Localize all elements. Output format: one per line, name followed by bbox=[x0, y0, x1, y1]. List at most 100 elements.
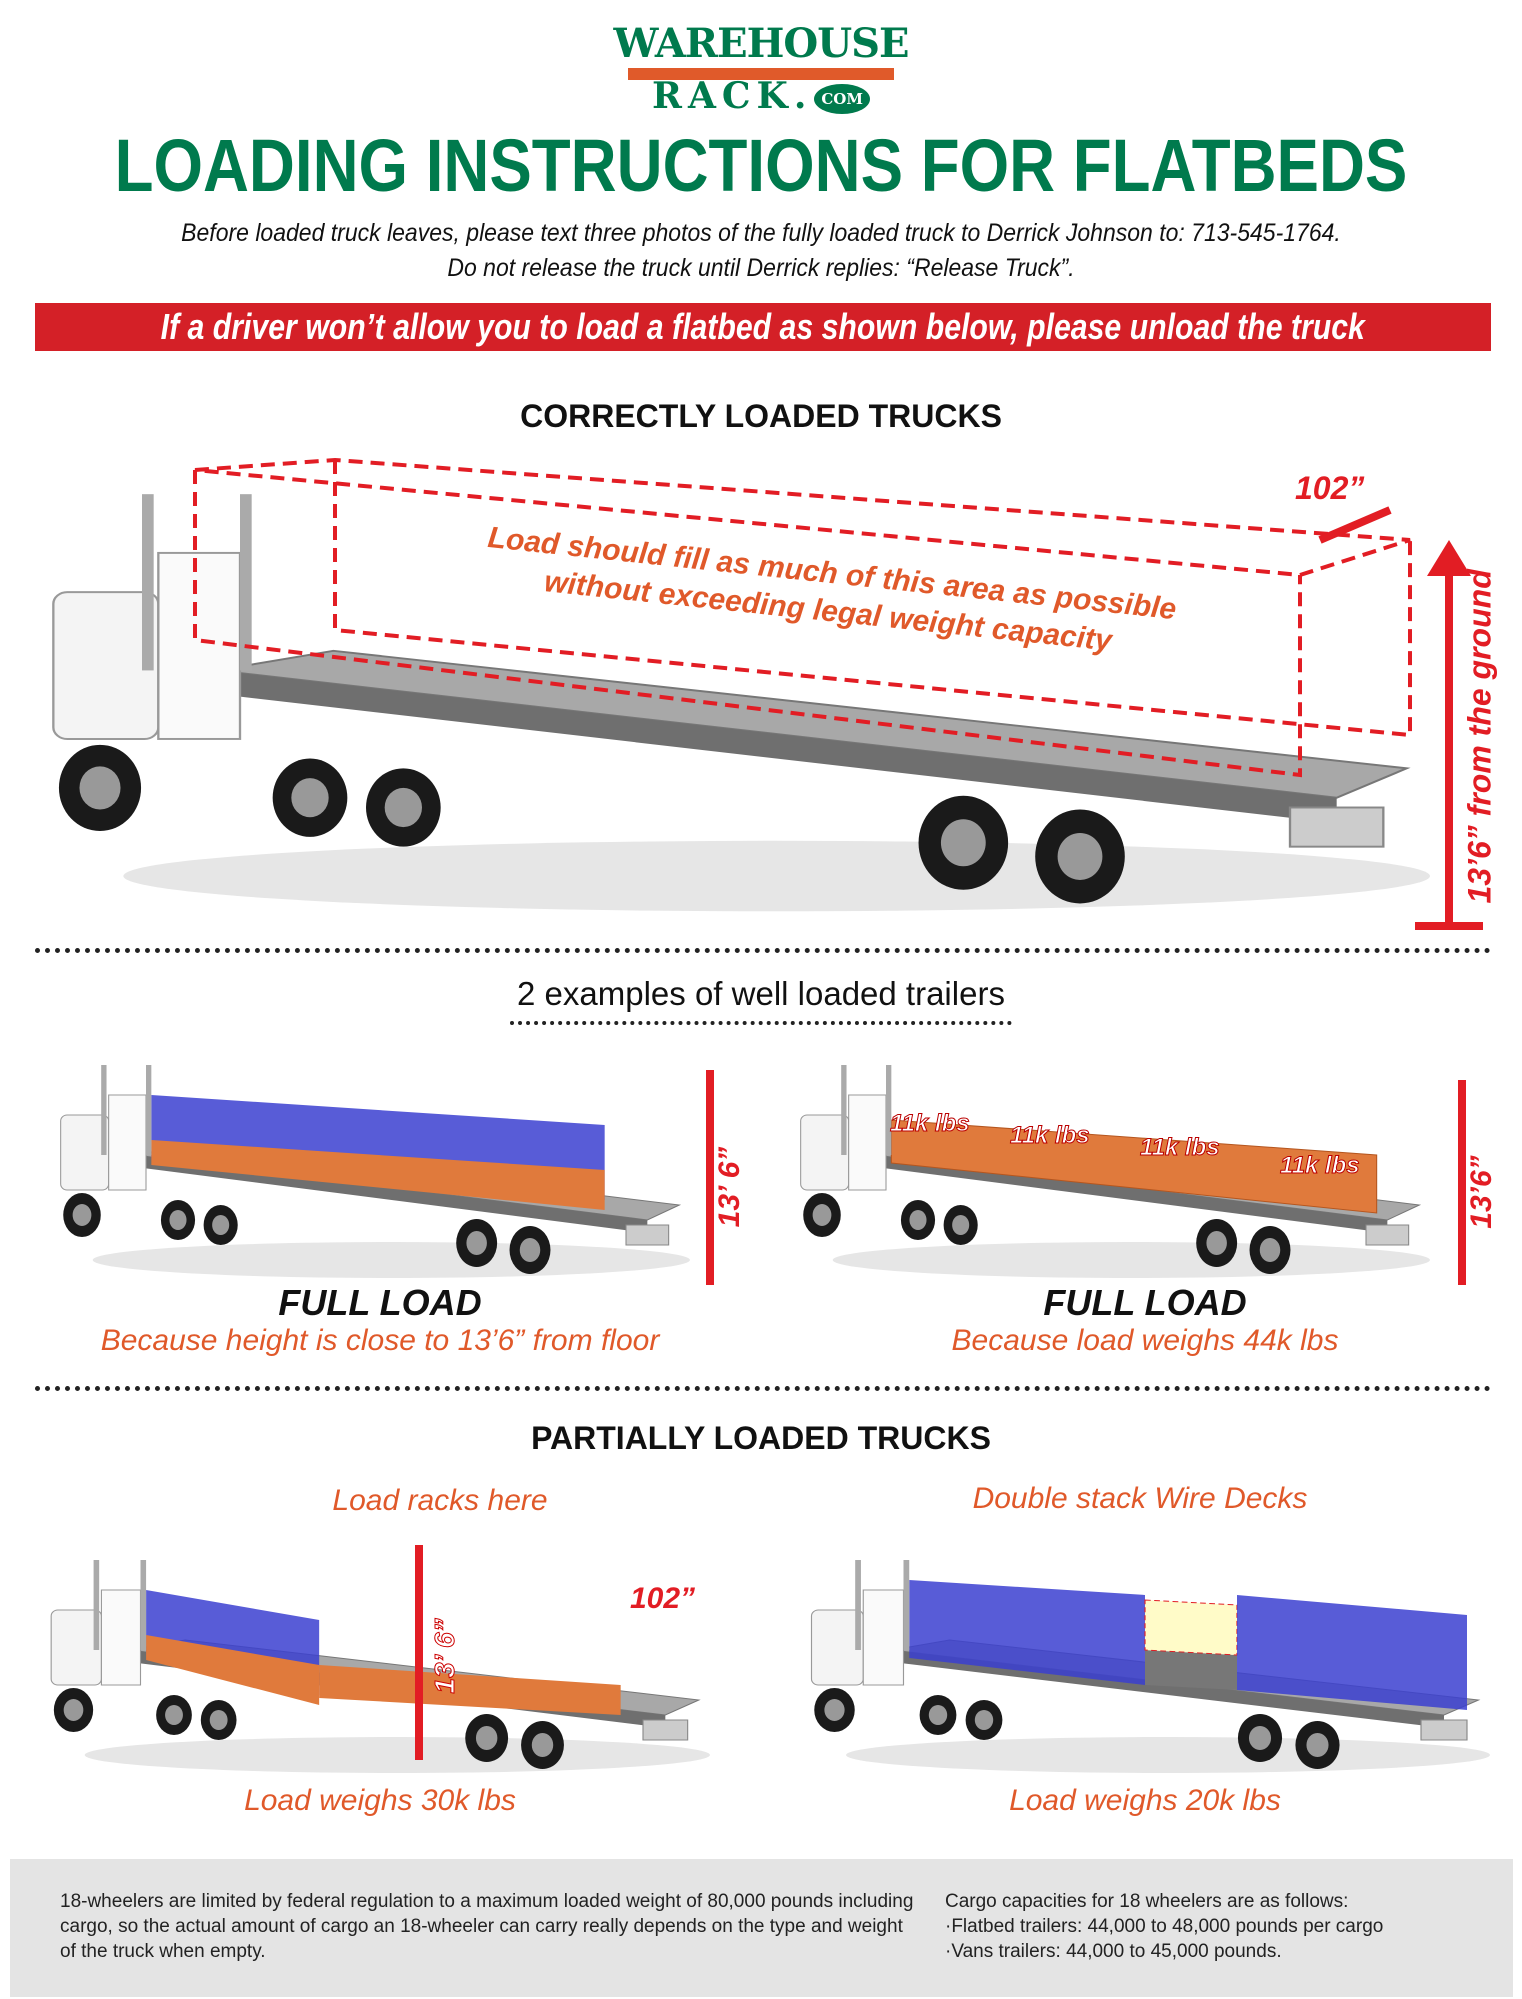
warning-banner: If a driver won’t allow you to load a fl… bbox=[35, 303, 1491, 351]
divider bbox=[35, 948, 1491, 953]
wheel-hub bbox=[475, 1726, 498, 1750]
wheel-hub bbox=[291, 778, 329, 818]
wheel-hub bbox=[1306, 1733, 1329, 1757]
height-arrow bbox=[415, 1545, 423, 1760]
wheel-hub bbox=[169, 1210, 187, 1230]
exhaust-stack bbox=[886, 1065, 892, 1155]
logo-com: COM bbox=[814, 84, 870, 114]
wheel-hub bbox=[909, 1210, 927, 1230]
lumber-stack bbox=[319, 1665, 621, 1715]
main-truck-illustration bbox=[52, 494, 1430, 912]
wheel-hub bbox=[519, 1238, 541, 1262]
example-2-title: FULL LOAD bbox=[1043, 1282, 1247, 1323]
example-1-reason: Because height is close to 13’6” from fl… bbox=[100, 1324, 660, 1357]
weight-label: 11k lbs bbox=[890, 1110, 971, 1138]
page-title: LOADING INSTRUCTIONS FOR FLATBEDS bbox=[114, 124, 1408, 207]
rear-bumper bbox=[1420, 1719, 1468, 1741]
wheel-hub bbox=[79, 766, 121, 810]
partial-1-weight: Load weighs 30k lbs bbox=[244, 1784, 516, 1817]
correct-heading: CORRECTLY LOADED TRUCKS bbox=[520, 398, 1002, 434]
truck-sleeper bbox=[862, 1589, 905, 1686]
shadow bbox=[92, 1242, 690, 1278]
logo-beam bbox=[628, 68, 894, 80]
wire-deck-stack bbox=[1145, 1650, 1237, 1690]
shadow bbox=[832, 1242, 1430, 1278]
wheel-hub bbox=[531, 1733, 554, 1757]
divider bbox=[35, 1386, 1491, 1391]
wheel-hub bbox=[466, 1231, 487, 1255]
exhaust-stack bbox=[841, 1065, 847, 1155]
exhaust-stack bbox=[140, 1560, 147, 1650]
wheel-hub bbox=[940, 819, 986, 867]
exhaust-stack bbox=[855, 1560, 861, 1650]
truck-sleeper bbox=[848, 1094, 887, 1191]
wheel-hub bbox=[952, 1215, 970, 1235]
intro-line-1: Before loaded truck leaves, please text … bbox=[181, 219, 1341, 247]
example-2-height: 13’6” bbox=[1465, 1155, 1498, 1229]
partial-2-label: Double stack Wire Decks bbox=[972, 1482, 1308, 1515]
height-arrow-base bbox=[1415, 922, 1483, 930]
examples-heading: 2 examples of well loaded trailers bbox=[517, 975, 1005, 1012]
example-2-reason: Because load weighs 44k lbs bbox=[951, 1324, 1339, 1357]
rear-bumper bbox=[1365, 1224, 1410, 1246]
capacity-item: ·Flatbed trailers: 44,000 to 48,000 poun… bbox=[945, 1916, 1384, 1937]
partial-1-height: 13’ 6” bbox=[429, 1618, 461, 1694]
example-truck-weight bbox=[800, 1065, 1430, 1278]
height-arrow bbox=[1458, 1080, 1466, 1285]
weight-label: 11k lbs bbox=[1280, 1152, 1361, 1180]
wheel-hub bbox=[384, 787, 422, 828]
rear-bumper bbox=[625, 1224, 670, 1246]
wheel-hub bbox=[974, 1710, 994, 1730]
rack-stack bbox=[1237, 1595, 1467, 1710]
footer-info: 18-wheelers are limited by federal regul… bbox=[10, 1859, 1513, 1997]
rack-stack bbox=[909, 1580, 1145, 1685]
example-1-title: FULL LOAD bbox=[278, 1282, 482, 1323]
footer-capacities: Cargo capacities for 18 wheelers are as … bbox=[945, 1889, 1495, 1964]
height-arrow bbox=[706, 1070, 714, 1285]
wheel-hub bbox=[928, 1705, 948, 1725]
weight-label: 11k lbs bbox=[1010, 1122, 1091, 1150]
example-1-height: 13’ 6” bbox=[713, 1146, 746, 1228]
wheel-hub bbox=[1259, 1238, 1281, 1262]
shadow bbox=[123, 840, 1430, 912]
footer-regulation: 18-wheelers are limited by federal regul… bbox=[60, 1891, 914, 1962]
partial-1-width: 102” bbox=[630, 1582, 696, 1615]
width-label: 102” bbox=[1295, 470, 1365, 506]
empty-slot bbox=[1144, 1599, 1238, 1656]
truck-sleeper bbox=[108, 1094, 147, 1191]
height-arrow bbox=[1445, 570, 1453, 925]
capacity-item: ·Vans trailers: 44,000 to 45,000 pounds. bbox=[945, 1941, 1282, 1962]
exhaust-stack bbox=[93, 1560, 100, 1650]
logo-rack: RACK. bbox=[652, 75, 813, 117]
weight-label: 11k lbs bbox=[1140, 1134, 1221, 1162]
exhaust-stack bbox=[101, 1065, 107, 1155]
partial-truck-wire-decks bbox=[810, 1560, 1490, 1773]
exhaust-stack bbox=[240, 494, 252, 671]
capacities-title: Cargo capacities for 18 wheelers are as … bbox=[945, 1891, 1349, 1912]
partial-1-label: Load racks here bbox=[332, 1484, 548, 1517]
examples-underline bbox=[510, 1021, 1012, 1025]
lumber-stack bbox=[151, 1140, 605, 1210]
exhaust-stack bbox=[146, 1065, 152, 1155]
wheel-hub bbox=[63, 1699, 84, 1721]
intro-line-2: Do not release the truck until Derrick r… bbox=[447, 254, 1075, 282]
wheel-hub bbox=[209, 1710, 228, 1730]
rear-bumper bbox=[642, 1719, 689, 1741]
warning-banner-text: If a driver won’t allow you to load a fl… bbox=[160, 306, 1366, 347]
wheel-hub bbox=[72, 1204, 92, 1226]
weight-labels: 11k lbs 11k lbs 11k lbs 11k lbs bbox=[890, 1110, 1430, 1180]
height-label: 13’6” from the ground bbox=[1461, 569, 1498, 904]
wheel-hub bbox=[1057, 832, 1103, 880]
truck-sleeper bbox=[100, 1589, 142, 1686]
logo-warehouse: WAREHOUSE bbox=[613, 20, 909, 67]
wheel-hub bbox=[812, 1204, 832, 1226]
exhaust-stack bbox=[903, 1560, 910, 1650]
shadow bbox=[846, 1737, 1490, 1773]
rear-bumper bbox=[1288, 806, 1385, 848]
wheel-hub bbox=[1206, 1231, 1227, 1255]
shadow bbox=[84, 1737, 710, 1773]
wheel-hub bbox=[824, 1699, 845, 1721]
wheel-hub bbox=[1248, 1726, 1272, 1750]
partial-heading: PARTIALLY LOADED TRUCKS bbox=[531, 1420, 991, 1456]
lumber-stack bbox=[146, 1635, 320, 1705]
